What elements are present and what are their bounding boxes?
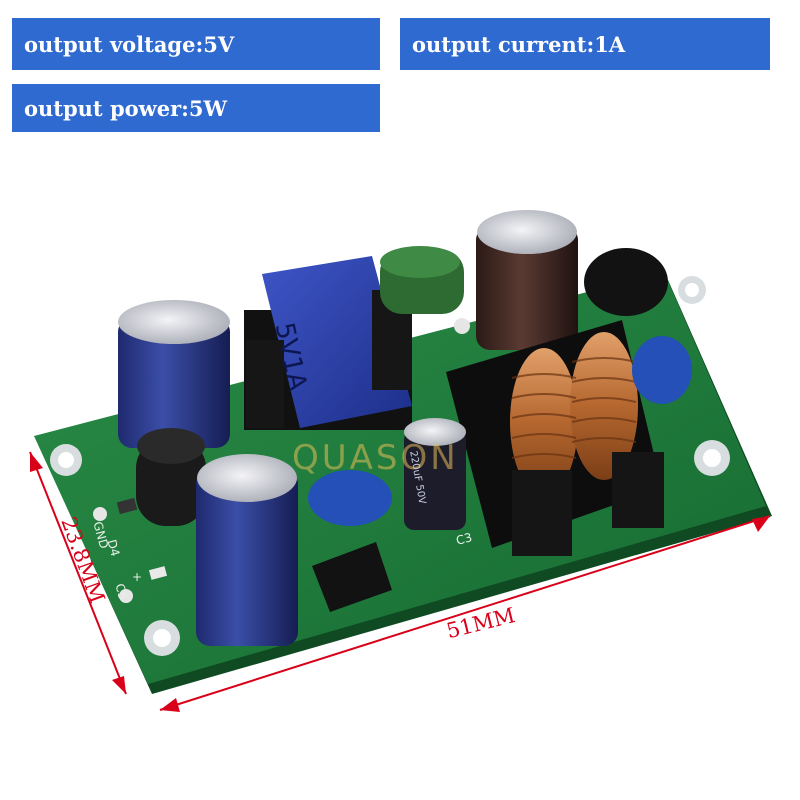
common-mode-choke: [446, 320, 664, 556]
watermark-text: QUASON: [292, 438, 459, 478]
output-voltage-label: output voltage:5V: [12, 18, 380, 70]
capacitor-brown: [476, 210, 578, 350]
optocoupler-chip: [312, 542, 392, 612]
capacitor-front: [196, 454, 298, 646]
output-current-label: output current:1A: [400, 18, 770, 70]
transformer: [244, 256, 412, 430]
inductor-black: [584, 248, 668, 316]
film-capacitor: [380, 246, 464, 314]
inductor-front: [136, 428, 206, 526]
y-capacitors: [308, 336, 692, 526]
smd-components: [116, 497, 168, 580]
output-power-label: output power:5W: [12, 84, 380, 132]
capacitor-small: [404, 418, 466, 530]
mounting-holes: [50, 276, 730, 656]
silk-plus: +: [132, 570, 143, 584]
dimension-lines: [29, 451, 771, 712]
capacitor-left: [118, 300, 230, 448]
